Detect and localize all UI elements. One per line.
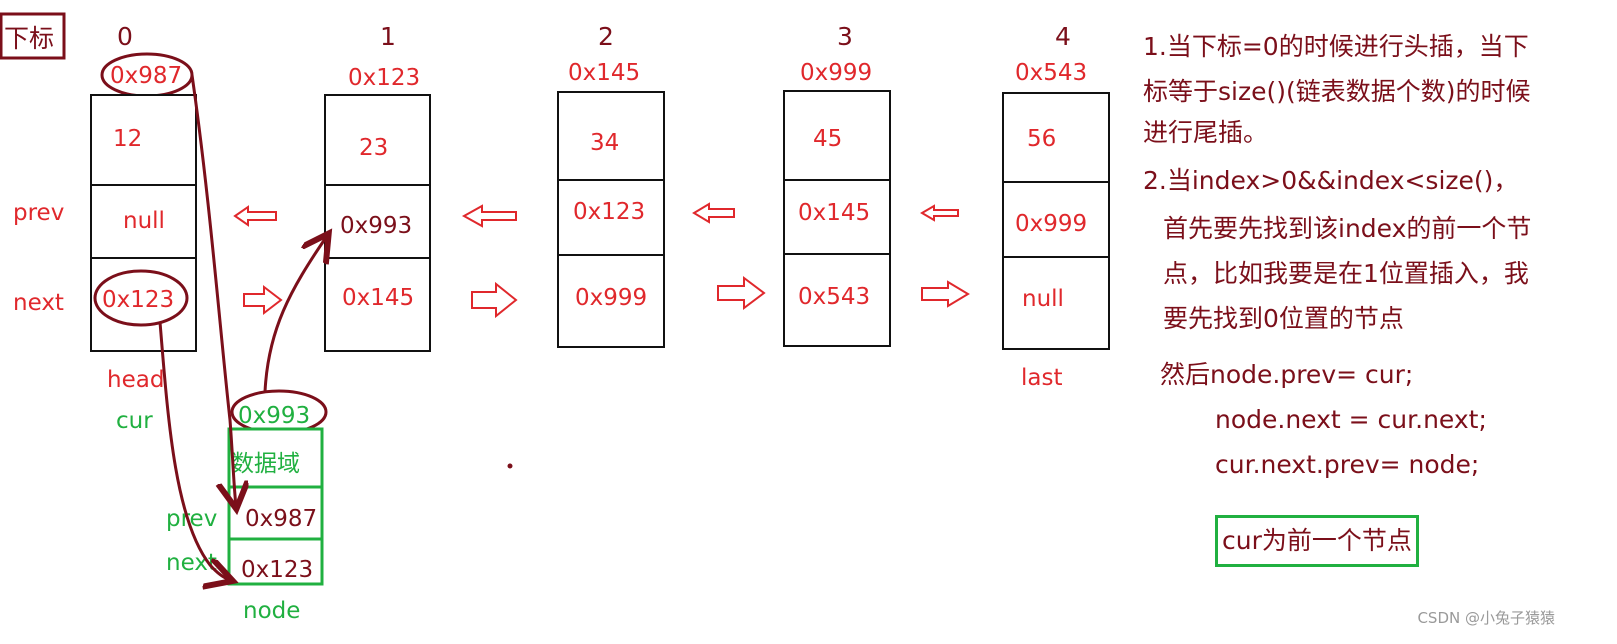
node-3: 45 0x145 0x543 [783,90,891,347]
head-label: head [107,367,164,393]
node-3-prev: 0x145 [798,200,870,226]
node-4-next: null [1022,286,1064,312]
watermark: CSDN @小兔子猿猿 [1417,609,1555,627]
cur-note-box: cur为前一个节点 [1215,515,1419,567]
index-0: 0 [117,22,133,51]
index-4: 4 [1055,22,1071,51]
new-node-name: node [243,598,300,624]
new-node-next: 0x123 [241,557,313,583]
prev-row-label: prev [13,200,64,226]
node-3-val: 45 [813,126,842,152]
node-0-next: 0x123 [102,287,174,313]
node-2-addr: 0x145 [568,60,640,86]
node-4-addr: 0x543 [1015,60,1087,86]
node-4: 56 0x999 null [1002,92,1110,350]
node-1-prev: 0x993 [340,213,412,239]
node-2-val: 34 [590,130,619,156]
note-line-3: 进行尾插。 [1143,118,1269,147]
next-row-label: next [13,290,64,316]
code-line-3: cur.next.prev= node; [1215,450,1480,479]
code-line-2: node.next = cur.next; [1215,405,1487,434]
note-line-5: 首先要先找到该index的前一个节 [1163,214,1532,243]
node-2: 34 0x123 0x999 [557,91,665,348]
next-0-highlight [93,269,189,327]
index-2: 2 [598,22,614,51]
node-1-next: 0x145 [342,285,414,311]
node-1: 23 0x993 0x145 [324,94,431,352]
note-line-4: 2.当index>0&&index<size()， [1143,166,1519,195]
stray-dot [507,463,513,469]
node-0-val: 12 [113,126,142,152]
code-line-1: 然后node.prev= cur; [1160,360,1414,389]
note-line-7: 要先找到0位置的节点 [1163,304,1404,333]
cur-label: cur [116,408,153,434]
node-3-next: 0x543 [798,284,870,310]
new-node-prev: 0x987 [245,506,317,532]
node-1-val: 23 [359,135,388,161]
new-node-addr: 0x993 [238,403,310,429]
index-3: 3 [837,22,853,51]
node-4-prev: 0x999 [1015,211,1087,237]
node-0-prev: null [123,208,165,234]
note-line-2: 标等于size()(链表数据个数)的时候 [1143,77,1531,106]
node-2-next: 0x999 [575,285,647,311]
new-node: 数据域 0x987 0x123 [227,427,324,586]
node-3-addr: 0x999 [800,60,872,86]
note-line-6: 点，比如我要是在1位置插入，我 [1163,259,1529,288]
last-label: last [1021,365,1063,391]
node-0: 12 null 0x123 [90,94,197,352]
node-1-addr: 0x123 [348,65,420,91]
connector-lines [158,74,327,580]
prev-arrows [233,202,959,228]
node-2-prev: 0x123 [573,199,645,225]
node-0-addr: 0x987 [110,63,182,89]
note-line-1: 1.当下标=0的时候进行头插，当下 [1143,32,1529,61]
new-node-val: 数据域 [231,451,300,477]
node-4-val: 56 [1027,126,1056,152]
index-title-box [0,12,66,60]
next-arrows [243,276,970,319]
index-1: 1 [380,22,396,51]
index-title: 下标 [4,24,54,53]
